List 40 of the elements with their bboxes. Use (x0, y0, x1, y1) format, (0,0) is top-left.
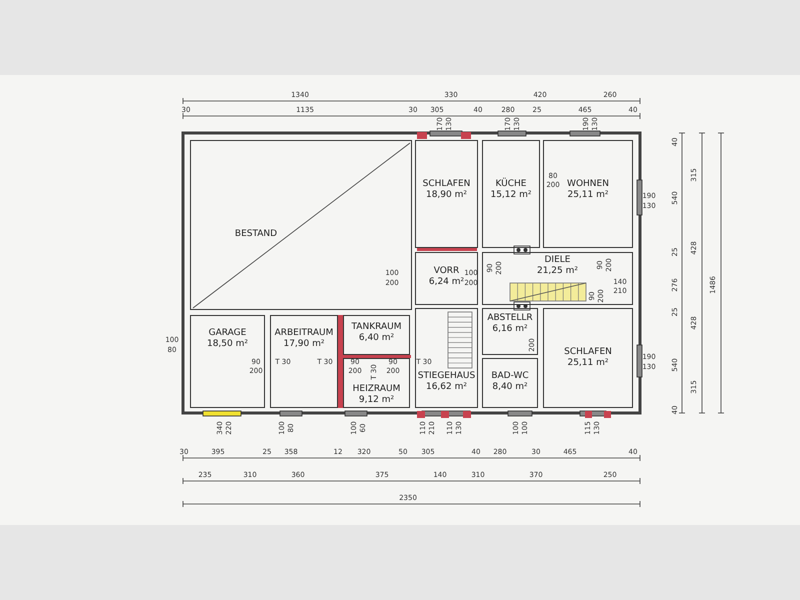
room-label: VORR (434, 266, 460, 277)
room-label: TANKRAUM (352, 322, 402, 333)
room-area: 17,90 m² (283, 339, 324, 350)
room-area: 18,90 m² (426, 190, 467, 201)
room-outline (415, 252, 478, 305)
room-outline (343, 315, 410, 355)
room-label: ABSTELLR (487, 313, 533, 324)
room-area: 9,12 m² (358, 395, 394, 406)
room-outline (543, 308, 633, 408)
room-label: BESTAND (234, 229, 278, 240)
room-label: DIELE (544, 255, 570, 266)
room-outline (415, 308, 478, 408)
room-outline (543, 140, 633, 248)
room-label: SCHLAFEN (422, 179, 470, 190)
room-outline (482, 308, 538, 355)
room-area: 8,40 m² (492, 382, 528, 393)
room-label: BAD-WC (491, 371, 529, 382)
room-outline (415, 140, 478, 248)
room-outline (482, 358, 538, 408)
room-outline (482, 252, 633, 305)
room-outline (482, 140, 540, 248)
room-area: 21,25 m² (536, 266, 578, 277)
room-label: ARBEITRAUM (274, 328, 334, 339)
room-outline (190, 315, 265, 408)
room-label: GARAGE (208, 328, 246, 339)
room-area: 6,40 m² (358, 333, 394, 344)
room-area: 25,11 m² (567, 190, 608, 201)
room-label: WOHNEN (567, 179, 609, 190)
room-outline (270, 315, 338, 408)
room-area: 25,11 m² (567, 358, 608, 369)
room-area: 15,12 m² (490, 190, 532, 201)
room-area: 6,16 m² (492, 324, 528, 335)
room-label: STIEGEHAUS (418, 371, 476, 382)
room-area: 16,62 m² (426, 382, 467, 393)
room-area: 6,24 m² (428, 277, 464, 288)
room-label: SCHLAFEN (564, 347, 612, 358)
room-outline (343, 358, 410, 408)
room-area: 18,50 m² (206, 339, 248, 350)
room-label: KÜCHE (496, 179, 526, 190)
room-label: HEIZRAUM (352, 384, 400, 395)
